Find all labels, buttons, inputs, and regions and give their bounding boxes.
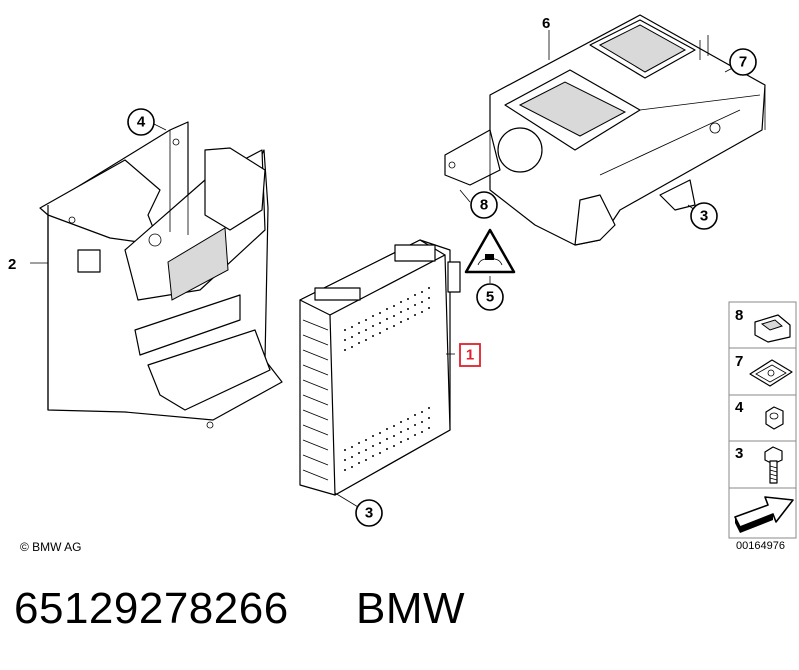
- svg-text:1: 1: [466, 347, 474, 364]
- left-bracket-part: [39, 121, 283, 429]
- callout-2: 2: [8, 256, 16, 273]
- svg-text:3: 3: [735, 445, 743, 462]
- callout-5: 5: [476, 283, 504, 311]
- figure-number: 00164976: [736, 540, 785, 552]
- warning-label-part: [464, 228, 516, 274]
- carrier-frame-part: [444, 14, 766, 246]
- arrow-forward-icon: [734, 496, 794, 533]
- callout-4: 4: [127, 108, 155, 136]
- legend-item-3: 3: [735, 445, 783, 484]
- clip-nut-icon: [754, 314, 791, 343]
- callout-6: 6: [542, 15, 550, 32]
- svg-text:4: 4: [137, 114, 146, 131]
- svg-text:5: 5: [486, 289, 494, 306]
- svg-text:7: 7: [739, 54, 747, 71]
- legend-item-4: 4: [735, 399, 784, 430]
- hex-bolt-icon: [764, 446, 783, 484]
- svg-text:7: 7: [735, 353, 743, 370]
- svg-text:8: 8: [735, 307, 743, 324]
- svg-text:3: 3: [365, 505, 373, 522]
- parts-legend: 8 7 4 3: [728, 301, 797, 539]
- part-number: 65129278266: [14, 584, 289, 633]
- copyright-text: © BMW AG: [20, 540, 82, 554]
- hex-nut-icon: [765, 406, 784, 430]
- callout-8: 8: [470, 191, 498, 219]
- callout-1: 1: [459, 343, 481, 367]
- legend-item-8: 8: [735, 307, 791, 343]
- svg-text:6: 6: [542, 15, 550, 32]
- legend-item-arrow: [734, 496, 794, 533]
- svg-text:4: 4: [735, 399, 744, 416]
- svg-text:2: 2: [8, 256, 16, 273]
- legend-item-7: 7: [735, 353, 793, 387]
- amplifier-module-part: [299, 239, 461, 496]
- svg-text:3: 3: [700, 208, 708, 225]
- brand-name: BMW: [356, 584, 466, 633]
- callout-3-right: 3: [690, 202, 718, 230]
- svg-text:8: 8: [480, 197, 488, 214]
- spring-nut-icon: [749, 359, 793, 387]
- callout-7: 7: [729, 48, 757, 76]
- callout-3-bottom: 3: [355, 499, 383, 527]
